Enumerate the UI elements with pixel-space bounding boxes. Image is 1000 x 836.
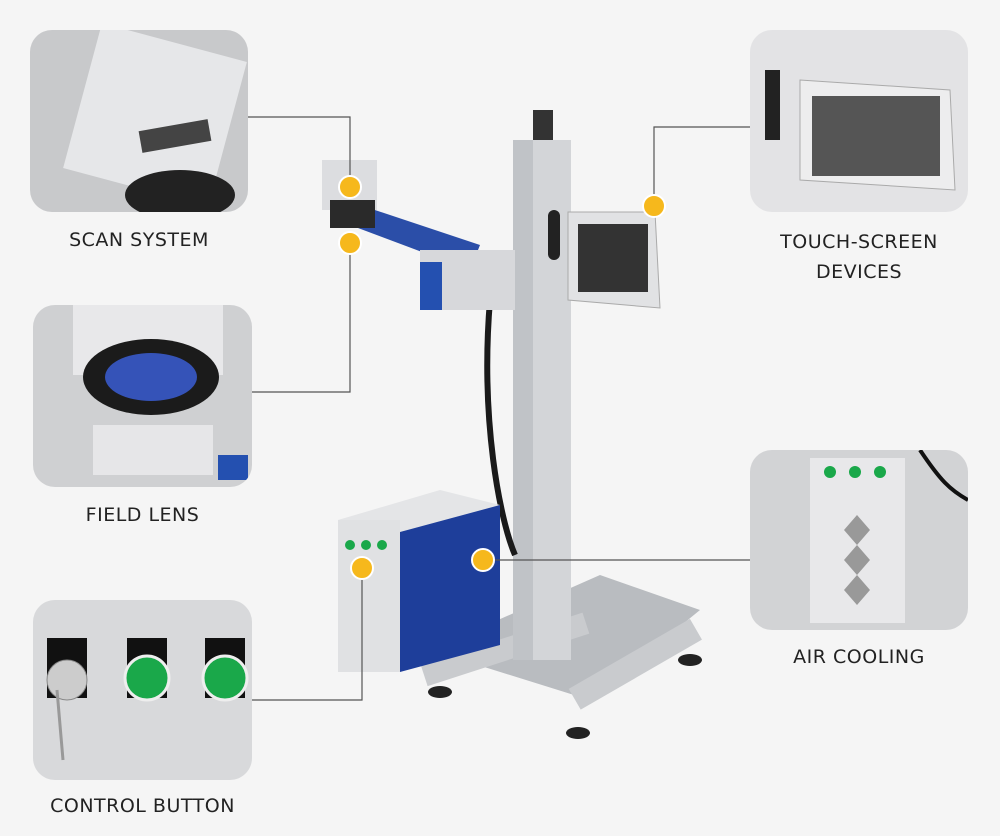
field-lens-photo bbox=[33, 305, 252, 487]
touch-screen-label-line2: DEVICES bbox=[815, 261, 903, 283]
marker-air-cooling[interactable] bbox=[471, 548, 495, 572]
air-cooling-photo bbox=[750, 450, 968, 630]
laser-source-box bbox=[338, 490, 500, 672]
control-button-label: CONTROL BUTTON bbox=[50, 795, 235, 817]
connector-control-button bbox=[252, 568, 363, 701]
touch-screen-photo bbox=[750, 30, 968, 212]
connector-touch-screen bbox=[653, 126, 750, 206]
touch-screen-label-line1: TOUCH-SCREEN bbox=[780, 231, 938, 253]
marker-control-button[interactable] bbox=[350, 556, 374, 580]
marker-scan-system[interactable] bbox=[338, 175, 362, 199]
machine-column bbox=[513, 110, 571, 660]
connector-field-lens bbox=[252, 243, 351, 393]
touch-screen-label: TOUCH-SCREEN DEVICES bbox=[750, 227, 968, 287]
field-lens-label: FIELD LENS bbox=[85, 504, 200, 526]
connector-scan-system bbox=[248, 116, 351, 187]
touch-screen-device bbox=[567, 211, 661, 309]
marker-touch-screen[interactable] bbox=[642, 194, 666, 218]
machine-arm bbox=[322, 160, 515, 310]
control-button-photo bbox=[33, 600, 252, 780]
air-cooling-label: AIR COOLING bbox=[793, 646, 925, 668]
scan-system-photo bbox=[30, 30, 248, 212]
marker-field-lens[interactable] bbox=[338, 231, 362, 255]
scan-system-label: SCAN SYSTEM bbox=[69, 229, 209, 251]
